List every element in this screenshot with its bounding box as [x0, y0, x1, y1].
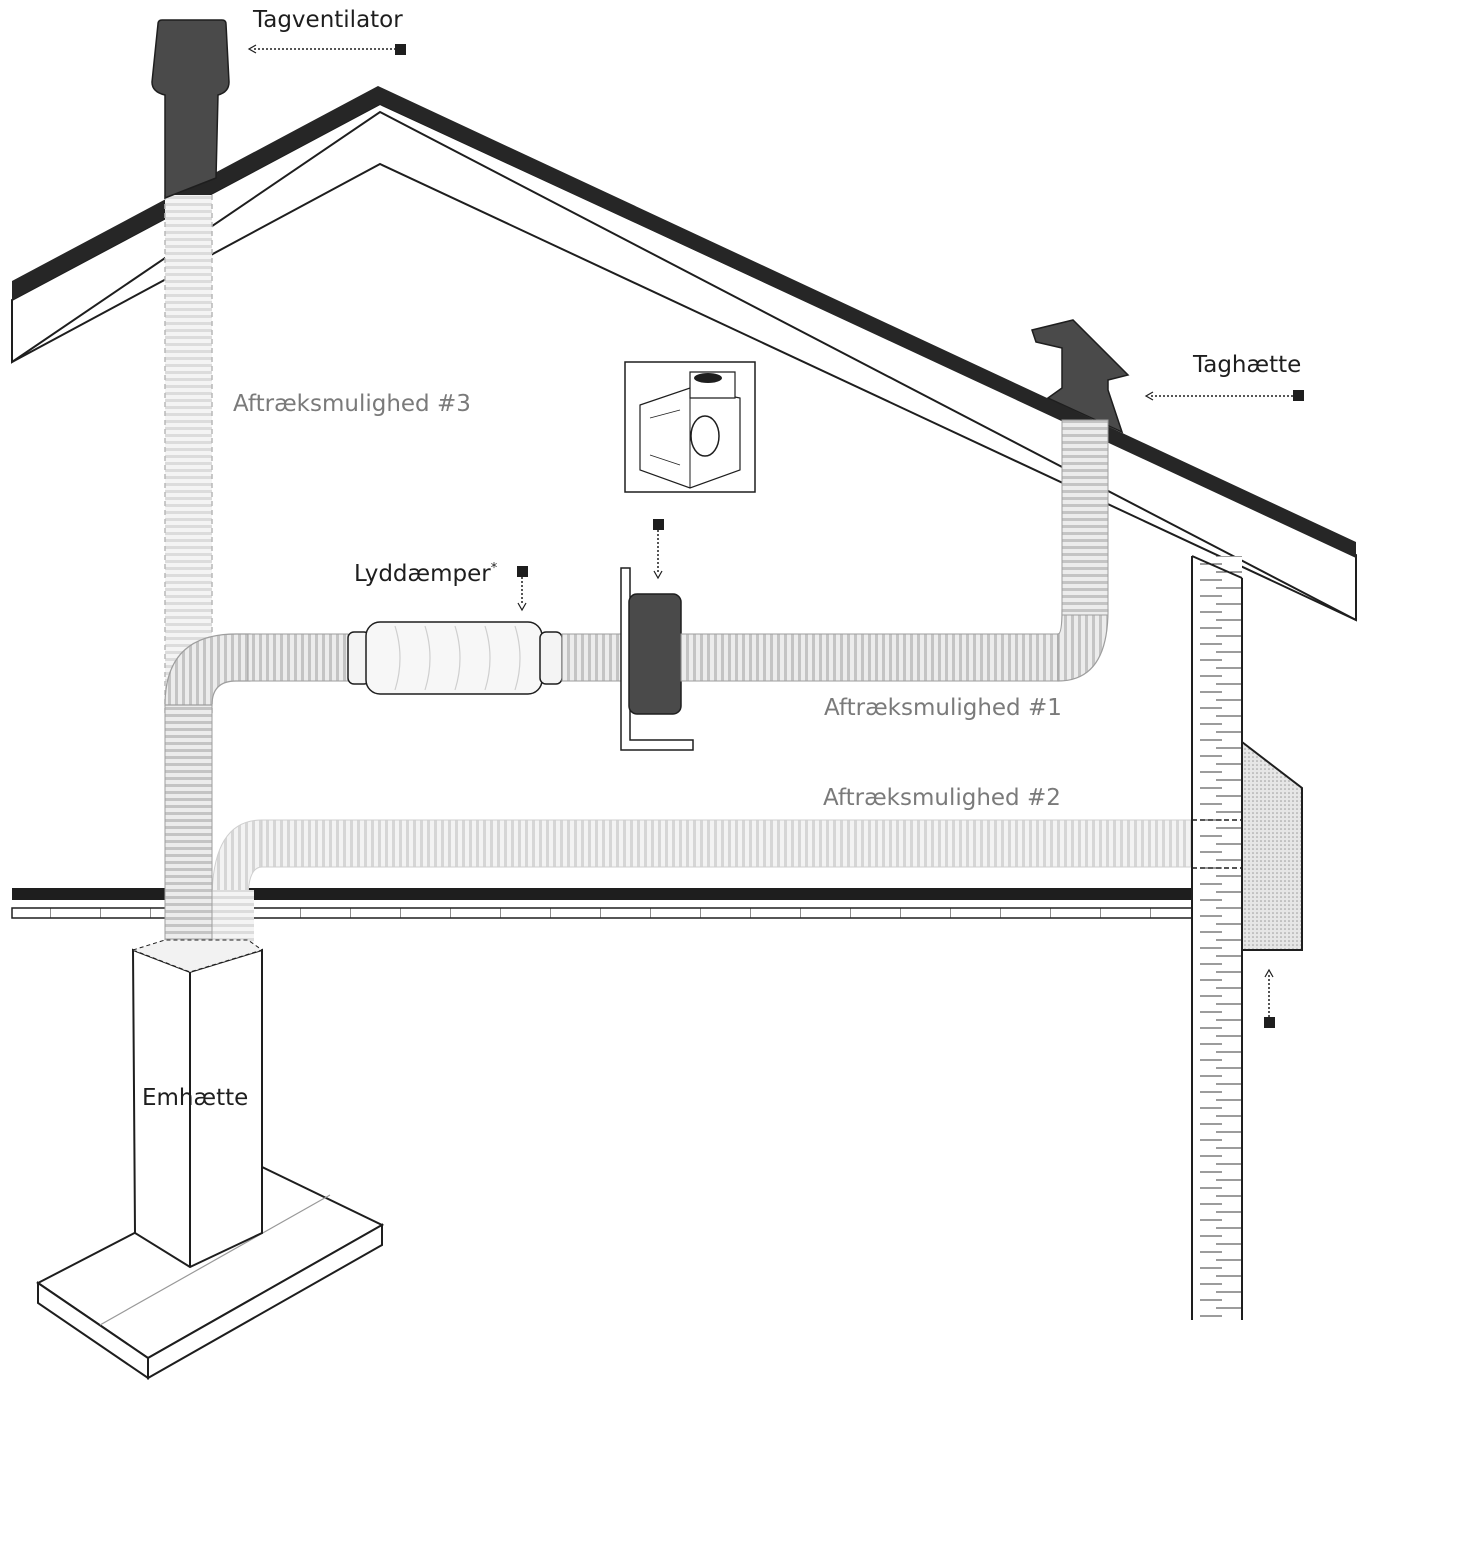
callouts — [247, 44, 1304, 1028]
hood-label: Emhætte — [142, 1085, 248, 1111]
inline-fan — [628, 593, 682, 715]
duct-option-2 — [211, 819, 1195, 948]
duct-segment-silencer-fan — [561, 633, 631, 682]
wall-vent-fixture — [1241, 739, 1303, 951]
option-1-label: Aftræksmulighed #1 — [824, 695, 1062, 721]
silencer-label: Lyddæmper* — [354, 561, 498, 587]
hood-canopy-front — [147, 1223, 383, 1380]
fan-unit-inset — [624, 361, 756, 493]
kitchen-hood — [36, 939, 385, 1380]
exterior-wall — [1185, 555, 1249, 1350]
silencer-label-text: Lyddæmper — [354, 561, 491, 587]
wall-vent-marker — [1264, 1017, 1275, 1028]
roof-cap-fixture — [1031, 319, 1130, 434]
fan-marker — [653, 519, 664, 530]
silencer — [347, 621, 563, 695]
fan-unit-top-port — [694, 373, 722, 383]
option-2-label: Aftræksmulighed #2 — [823, 785, 1061, 811]
roof-vent-label: Tagventilator — [252, 7, 403, 33]
duct-option-3 — [164, 195, 213, 715]
roof-vent-fixture — [151, 19, 230, 200]
roof-cap-marker — [1293, 390, 1304, 401]
roof — [11, 86, 1357, 622]
option-3-label: Aftræksmulighed #3 — [233, 391, 471, 417]
fan-mount — [620, 567, 694, 751]
silencer-marker — [517, 566, 528, 577]
roof-cap-label: Taghætte — [1192, 352, 1301, 378]
roof-vent-marker — [395, 44, 406, 55]
duct-option-1 — [680, 419, 1109, 682]
roof-ceiling-line — [11, 162, 1357, 621]
silencer-asterisk: * — [491, 561, 498, 576]
fan-unit-side-port — [690, 415, 720, 457]
duct-main — [164, 633, 349, 969]
